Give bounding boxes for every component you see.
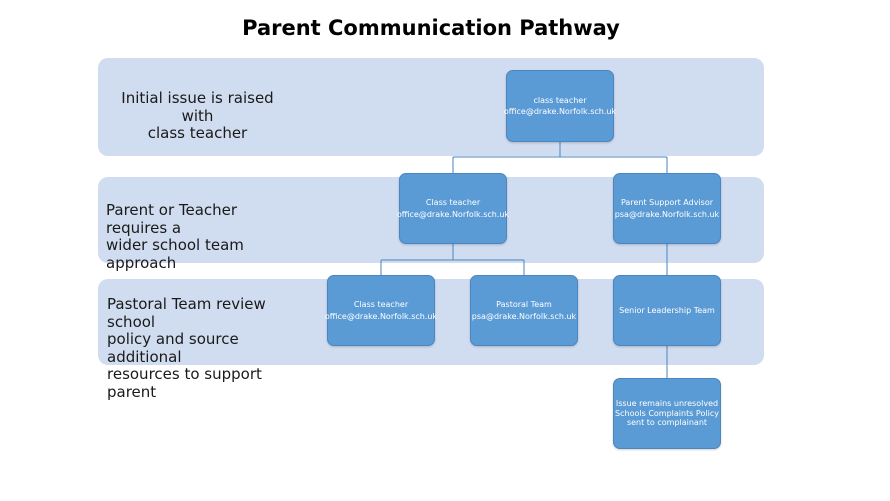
- band-label-line: Parent or Teacher requires a: [106, 201, 238, 237]
- node-text: psa@drake.Norfolk.sch.uk: [471, 311, 577, 321]
- band-label-line: resources to support parent: [107, 365, 262, 401]
- node-text: Schools Complaints Policy: [615, 408, 719, 418]
- band-label-wider-team: Parent or Teacher requires a wider schoo…: [106, 201, 296, 272]
- node-text: Class teacher: [353, 300, 409, 309]
- node-text: Parent Support Advisor: [620, 198, 714, 207]
- node-text: Senior Leadership Team: [619, 305, 715, 315]
- node-senior-leadership-team: Senior Leadership Team: [613, 275, 721, 346]
- node-text: office@drake.Norfolk.sch.uk: [396, 209, 510, 219]
- node-pastoral-team: Pastoral Team psa@drake.Norfolk.sch.uk: [470, 275, 578, 346]
- band-label-line: Initial issue is raised with: [121, 89, 274, 125]
- band-label-line: Pastoral Team review school: [107, 295, 266, 331]
- node-parent-support-advisor: Parent Support Advisor psa@drake.Norfolk…: [613, 173, 721, 244]
- node-class-teacher-pastoral: Class teacher office@drake.Norfolk.sch.u…: [324, 275, 438, 346]
- node-text: psa@drake.Norfolk.sch.uk: [614, 209, 720, 219]
- band-label-line: class teacher: [147, 124, 248, 142]
- node-text: Issue remains unresolved: [615, 399, 719, 409]
- band-initial-issue: [98, 58, 764, 156]
- band-label-initial-issue: Initial issue is raised with class teach…: [110, 89, 285, 143]
- band-label-line: policy and source additional: [107, 330, 239, 366]
- node-text: office@drake.Norfolk.sch.uk: [324, 311, 438, 321]
- node-text: sent to complainant: [626, 418, 708, 428]
- node-text: Class teacher: [425, 198, 481, 207]
- node-issue-unresolved: Issue remains unresolved Schools Complai…: [613, 378, 721, 449]
- band-label-pastoral-review: Pastoral Team review school policy and s…: [107, 295, 297, 401]
- band-label-line: wider school team approach: [106, 236, 244, 272]
- page-title: Parent Communication Pathway: [242, 16, 620, 40]
- node-class-teacher-wider: Class teacher office@drake.Norfolk.sch.u…: [396, 173, 510, 244]
- node-text: Pastoral Team: [496, 300, 552, 309]
- node-text: class teacher: [533, 95, 587, 105]
- node-text: office@drake.Norfolk.sch.uk: [503, 107, 617, 116]
- node-class-teacher-initial: class teacher office@drake.Norfolk.sch.u…: [503, 70, 617, 142]
